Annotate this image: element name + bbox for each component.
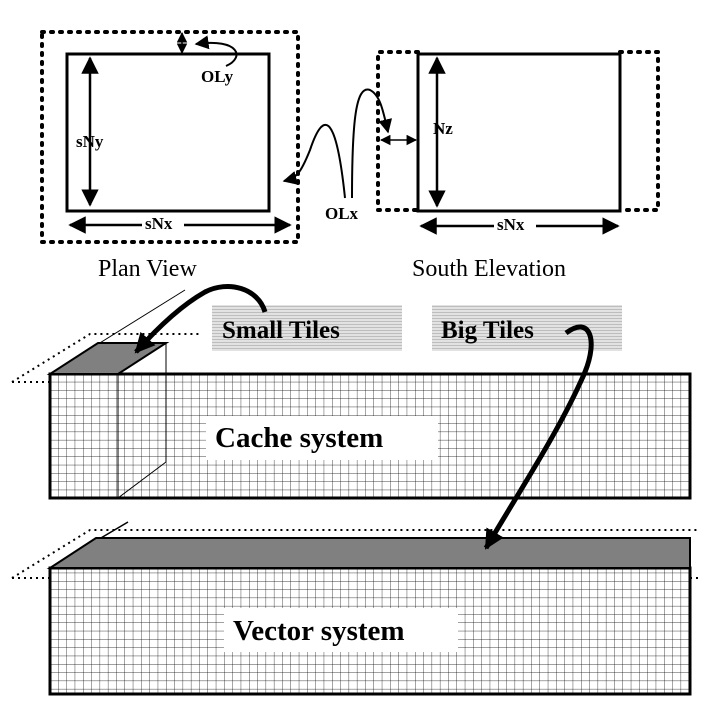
plan-tile-box (65, 52, 271, 213)
plan-snx-label: sNx (145, 214, 173, 233)
plan-view: sNy sNx OLy Plan View (40, 30, 300, 282)
cache-top-dotted-outline (11, 333, 200, 383)
cache-label-bg (206, 416, 438, 460)
olx-pointer-to-elev (351, 88, 393, 199)
vector-label-bg (224, 608, 458, 652)
elev-snx-label-bg (494, 216, 536, 234)
elev-snx-label: sNx (497, 215, 525, 234)
vector-system-label: Vector system (233, 615, 405, 647)
olx-label: OLx (325, 204, 359, 223)
small-tiles-label: Small Tiles (222, 317, 340, 344)
plan-sny-label: sNy (76, 132, 104, 151)
olx-pointer-to-plan (282, 123, 346, 199)
big-tiles-arrow (483, 324, 594, 550)
small-tiles-arrow (134, 283, 268, 354)
small-tiles-band (212, 305, 402, 351)
south-elevation-caption: South Elevation (412, 256, 566, 282)
cache-system-block: Cache system (11, 289, 692, 500)
elev-nz-label: Nz (433, 119, 453, 138)
plan-view-caption: Plan View (98, 256, 197, 282)
plan-snx-label-bg (142, 215, 184, 233)
olx-pointers: OLx (282, 88, 393, 223)
small-tile (46, 342, 170, 375)
plan-oly-label: OLy (201, 67, 234, 86)
small-tile-edge-3 (117, 461, 167, 499)
elev-left-halo (376, 50, 420, 212)
plan-oly-pointer (194, 35, 238, 67)
big-tiles-label: Big Tiles (441, 317, 534, 344)
elev-tile-box (416, 52, 622, 213)
vector-system-block: Vector system (11, 521, 700, 696)
elev-right-halo (618, 50, 660, 212)
south-elevation: Nz sNx South Elevation (376, 50, 660, 282)
plan-halo-outline (40, 30, 300, 244)
cache-system-label: Cache system (215, 422, 383, 454)
big-tile (46, 537, 691, 569)
